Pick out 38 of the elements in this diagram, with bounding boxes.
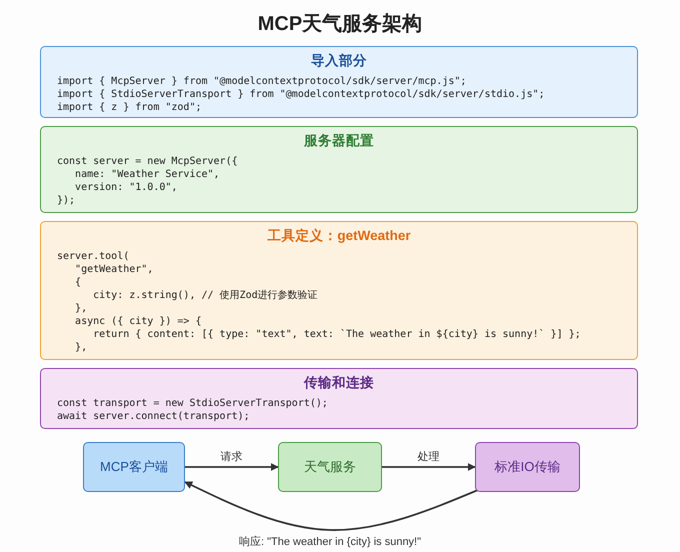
code-line: { bbox=[74, 276, 82, 289]
code-line: import { z } from "zod"; bbox=[57, 101, 202, 114]
code-section-panel bbox=[40, 46, 638, 118]
process-box bbox=[475, 442, 580, 492]
code-line: import { StdioServerTransport } from "@modelcontextprotocol/sdk/server/stdio.js"; bbox=[57, 88, 545, 101]
section-heading: 导入部分 bbox=[311, 52, 367, 70]
code-line: version: "1.0.0", bbox=[74, 181, 178, 194]
diagram-title: MCP天气服务架构 bbox=[256, 12, 424, 37]
code-line: city: z.string(), // 使用Zod进行参数验证 bbox=[92, 289, 318, 302]
arrow bbox=[185, 463, 279, 471]
code-line: }, bbox=[74, 302, 88, 315]
code-line: const server = new McpServer({ bbox=[57, 155, 238, 168]
code-line: name: "Weather Service", bbox=[74, 168, 220, 181]
edge-label: 响应: "The weather in {city} is sunny!" bbox=[236, 536, 424, 549]
section-heading: 服务器配置 bbox=[304, 132, 374, 150]
code-line: async ({ city }) => { bbox=[74, 315, 202, 328]
code-line: const transport = new StdioServerTransport(); bbox=[57, 397, 328, 410]
code-section-panel bbox=[40, 368, 638, 429]
edge-label: 处理 bbox=[416, 451, 442, 464]
box-label: MCP客户端 bbox=[100, 458, 168, 476]
edge-label: 请求 bbox=[218, 451, 244, 464]
code-line: server.tool( bbox=[57, 250, 130, 263]
section-heading: 工具定义：getWeather bbox=[267, 227, 411, 245]
code-line: await server.connect(transport); bbox=[57, 410, 250, 423]
box-label: 天气服务 bbox=[304, 458, 356, 476]
box-label: 标准IO传输 bbox=[494, 458, 560, 476]
code-line: import { McpServer } from "@modelcontextprotocol/sdk/server/mcp.js"; bbox=[57, 75, 466, 88]
code-line: return { content: [{ type: "text", text: `The weather in ${city} is sunny!` }] }; bbox=[92, 328, 581, 341]
process-box bbox=[278, 442, 382, 492]
code-section-panel bbox=[40, 126, 638, 213]
section-heading: 传输和连接 bbox=[304, 374, 374, 392]
code-line: "getWeather", bbox=[74, 263, 154, 276]
process-box bbox=[83, 442, 185, 492]
arrow bbox=[184, 481, 478, 531]
arrow bbox=[382, 463, 476, 471]
code-line: }, bbox=[74, 341, 88, 354]
code-line: }); bbox=[57, 194, 76, 207]
code-section-panel bbox=[40, 221, 638, 360]
